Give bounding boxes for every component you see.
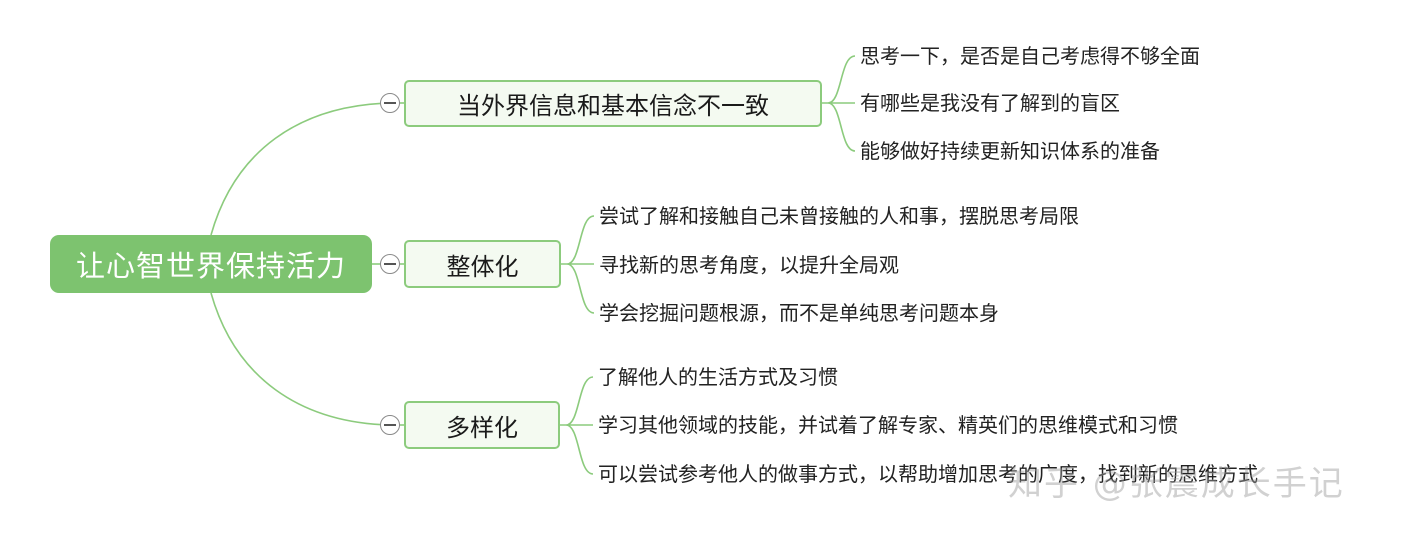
branch-topic-2[interactable]: 整体化 <box>404 240 561 288</box>
leaf-topic-2-2[interactable]: 寻找新的思考角度，以提升全局观 <box>599 253 899 277</box>
watermark: 知乎 @张震成长手记 <box>1008 464 1345 504</box>
leaf-topic-1-2[interactable]: 有哪些是我没有了解到的盲区 <box>860 91 1120 115</box>
connector-branch-1-leaves <box>822 55 856 152</box>
branch-topic-1[interactable]: 当外界信息和基本信念不一致 <box>404 80 822 127</box>
root-topic[interactable]: 让心智世界保持活力 <box>50 235 372 293</box>
leaf-topic-3-3[interactable]: 可以尝试参考他人的做事方式，以帮助增加思考的广度，找到新的思维方式 <box>598 462 1258 486</box>
collapse-toggle-branch-2[interactable] <box>380 254 400 274</box>
connector-root-branch-3 <box>210 292 389 426</box>
connector-branch-2-leaves <box>561 215 595 314</box>
connector-root-branch-1 <box>210 102 389 236</box>
leaf-topic-2-3[interactable]: 学会挖掘问题根源，而不是单纯思考问题本身 <box>599 301 999 325</box>
collapse-toggle-branch-1[interactable] <box>380 93 400 113</box>
leaf-topic-1-1[interactable]: 思考一下，是否是自己考虑得不够全面 <box>860 44 1200 68</box>
connector-branch-3-leaves <box>560 376 594 475</box>
leaf-topic-3-1[interactable]: 了解他人的生活方式及习惯 <box>598 365 838 389</box>
leaf-topic-1-3[interactable]: 能够做好持续更新知识体系的准备 <box>860 139 1160 163</box>
leaf-topic-3-2[interactable]: 学习其他领域的技能，并试着了解专家、精英们的思维模式和习惯 <box>598 413 1178 437</box>
branch-topic-3[interactable]: 多样化 <box>404 401 560 449</box>
leaf-topic-2-1[interactable]: 尝试了解和接触自己未曾接触的人和事，摆脱思考局限 <box>599 204 1079 228</box>
collapse-toggle-branch-3[interactable] <box>380 415 400 435</box>
